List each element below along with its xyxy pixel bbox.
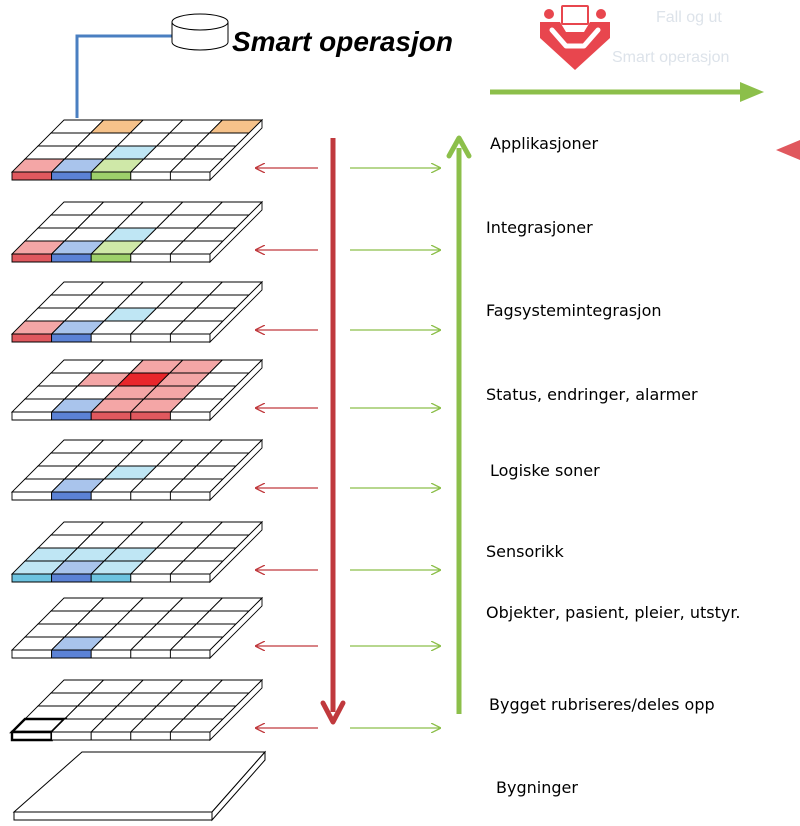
green-vertical-arrow	[446, 135, 472, 714]
grid-cell-front	[90, 731, 132, 741]
grid-cell-front	[11, 333, 53, 343]
label-logiske-soner: Logiske soner	[490, 461, 600, 480]
grid-cell-front	[130, 491, 171, 501]
grid-cell-front	[130, 171, 171, 181]
grid-layer	[10, 438, 264, 502]
green-horizontal-arrow	[490, 82, 764, 102]
grid-cell-front	[130, 573, 171, 583]
grid-cell-front	[90, 491, 132, 501]
layer-stack	[9, 118, 264, 742]
label-fagsystemintegrasjon: Fagsystemintegrasjon	[486, 301, 662, 320]
grid-cell-front	[90, 411, 132, 421]
grid-cell-front	[51, 491, 92, 501]
grid-cell-front	[130, 411, 171, 421]
grid-layer	[10, 596, 264, 660]
grid-layer-side	[209, 200, 263, 264]
grid-cell-front	[90, 171, 132, 181]
database-icon	[171, 13, 229, 51]
grid-layer	[9, 678, 264, 742]
grid-layer-side	[209, 280, 263, 344]
grid-cell-front	[130, 333, 171, 343]
grid-cell-front	[11, 253, 53, 263]
grid-cell-front	[51, 649, 92, 659]
grid-cell-front	[51, 333, 92, 343]
grid-cell-front	[169, 411, 211, 421]
label-status-endringer-alarmer: Status, endringer, alarmer	[486, 385, 698, 404]
grid-cell-front	[10, 730, 53, 742]
small-arrows	[256, 168, 440, 728]
label-applikasjoner: Applikasjoner	[490, 134, 598, 153]
grid-layer-side	[209, 678, 263, 742]
label-bygget-rubriseres: Bygget rubriseres/deles opp	[489, 695, 715, 714]
grid-cell-front	[90, 649, 132, 659]
database-connector-line	[75, 34, 172, 118]
grid-cell-front	[130, 731, 171, 741]
label-objekter: Objekter, pasient, pleier, utstyr.	[486, 603, 741, 622]
grid-cell-front	[169, 491, 211, 501]
grid-cell-front	[130, 649, 171, 659]
grid-cell-front	[169, 333, 211, 343]
grid-layer-side	[209, 438, 263, 502]
grid-layer	[10, 520, 264, 584]
grid-cell-front	[169, 731, 211, 741]
grid-cell-front	[169, 171, 211, 181]
grid-cell-front	[169, 573, 211, 583]
grid-cell-front	[51, 253, 92, 263]
grid-cell-front	[130, 253, 171, 263]
grid-cell-front	[51, 171, 92, 181]
red-arrowhead-fragment	[776, 140, 800, 160]
grid-cell-front	[169, 253, 211, 263]
grid-layer	[10, 358, 264, 422]
grid-layer-side	[209, 596, 263, 660]
grid-cell-front	[51, 411, 92, 421]
grid-cell-front	[11, 649, 53, 659]
grid-layer	[10, 118, 264, 182]
label-integrasjoner: Integrasjoner	[486, 218, 593, 237]
grid-cell-front	[51, 731, 92, 741]
faded-text-2: Smart operasjon	[612, 49, 729, 66]
grid-cell-front	[90, 573, 132, 583]
grid-layer	[10, 200, 264, 264]
diagram-title: Smart operasjon	[232, 26, 453, 57]
grid-cell-front	[11, 411, 53, 421]
grid-layer	[10, 280, 264, 344]
grid-layer-side	[209, 118, 263, 182]
grid-cell-front	[11, 171, 53, 181]
faded-text-1: Fall og ut	[656, 9, 722, 26]
grid-cell-front	[11, 573, 53, 583]
smart-operation-logo-icon	[540, 5, 610, 70]
building-base-slab	[12, 750, 267, 822]
grid-layer-side	[209, 358, 263, 422]
grid-layer-side	[209, 520, 263, 584]
grid-cell-front	[51, 573, 92, 583]
grid-cell-front	[90, 253, 132, 263]
grid-cell-front	[11, 491, 53, 501]
grid-cell-front	[169, 649, 211, 659]
red-vertical-arrow	[320, 138, 346, 725]
grid-cell-front	[90, 333, 132, 343]
label-bygninger: Bygninger	[496, 778, 578, 797]
label-sensorikk: Sensorikk	[486, 542, 565, 561]
